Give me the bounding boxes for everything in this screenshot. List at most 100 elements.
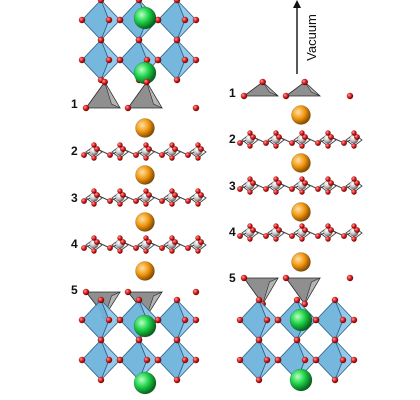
oxygen-atom: [158, 197, 165, 204]
left-top-octahedra-block: [78, 0, 200, 85]
oxygen-atom: [169, 201, 175, 207]
left-layer-label-1: 1: [71, 97, 78, 111]
oxygen-atom: [91, 248, 97, 254]
oxygen-atom: [315, 232, 322, 239]
oxygen-atom: [97, 296, 105, 304]
oxygen-atom: [236, 139, 243, 146]
left-sheet-3: [80, 188, 207, 207]
oxygen-atom: [273, 189, 279, 195]
oxygen-atom: [91, 235, 97, 241]
oxygen-atom: [351, 143, 357, 149]
oxygen-atom: [302, 179, 309, 186]
orange-interlayer-atom: [135, 165, 155, 185]
oxygen-atom: [341, 185, 348, 192]
oxygen-atom: [106, 151, 113, 158]
oxygen-atom: [117, 248, 123, 254]
oxygen-atom: [116, 356, 124, 364]
oxygen-atom: [184, 244, 191, 251]
oxygen-atom: [346, 274, 354, 282]
oxygen-atom: [195, 235, 201, 241]
right-sheet-3: [236, 176, 363, 195]
oxygen-atom: [169, 248, 175, 254]
orange-interlayer-atom: [291, 105, 311, 125]
oxygen-atom: [143, 235, 149, 241]
oxygen-atom: [124, 104, 132, 112]
oxygen-atom: [350, 316, 358, 324]
oxygen-atom: [312, 316, 320, 324]
oxygen-atom: [93, 145, 100, 152]
right-layer-label-2: 2: [229, 132, 236, 146]
oxygen-atom: [124, 288, 132, 296]
oxygen-atom: [293, 296, 301, 304]
oxygen-atom: [82, 288, 90, 296]
oxygen-atom: [154, 356, 162, 364]
oxygen-atom: [171, 191, 178, 198]
oxygen-atom: [328, 179, 335, 186]
oxygen-atom: [315, 185, 322, 192]
oxygen-atom: [299, 223, 305, 229]
tetrahedron-face: [262, 81, 279, 97]
right-sheet-4: [236, 223, 363, 242]
oxygen-atom: [195, 142, 201, 148]
oxygen-atom: [273, 223, 279, 229]
oxygen-atom: [91, 188, 97, 194]
oxygen-atom: [255, 376, 263, 384]
oxygen-atom: [78, 16, 86, 24]
oxygen-atom: [78, 356, 86, 364]
oxygen-atom: [236, 356, 244, 364]
oxygen-atom: [143, 201, 149, 207]
oxygen-atom: [351, 130, 357, 136]
oxygen-atom: [117, 235, 123, 241]
oxygen-atom: [169, 235, 175, 241]
oxygen-atom: [195, 188, 201, 194]
oxygen-atom: [78, 56, 86, 64]
oxygen-atom: [236, 185, 243, 192]
oxygen-atom: [145, 191, 152, 198]
oxygen-atom: [105, 16, 113, 24]
left-layer-label-2: 2: [71, 144, 78, 158]
oxygen-atom: [97, 336, 105, 344]
oxygen-atom: [91, 155, 97, 161]
oxygen-atom: [181, 56, 189, 64]
right-layer-label-4: 4: [229, 225, 236, 239]
orange-interlayer-atom: [291, 202, 311, 222]
green-cation-atom: [289, 308, 313, 332]
oxygen-atom: [197, 145, 204, 152]
oxygen-atom: [325, 223, 331, 229]
left-column-structure: [78, 0, 207, 395]
orange-interlayer-atom: [135, 261, 155, 281]
oxygen-atom: [341, 232, 348, 239]
oxygen-atom: [158, 244, 165, 251]
tetrahedron-face: [304, 81, 321, 97]
oxygen-atom: [299, 236, 305, 242]
left-bottom-octahedra-block: [78, 296, 200, 395]
oxygen-atom: [135, 336, 143, 344]
oxygen-atom: [97, 36, 105, 44]
oxygen-atom: [247, 189, 253, 195]
oxygen-atom: [192, 356, 200, 364]
left-sheet-4: [80, 235, 207, 254]
green-cation-atom: [133, 314, 157, 338]
oxygen-atom: [119, 238, 126, 245]
oxygen-atom: [293, 336, 301, 344]
oxygen-atom: [346, 92, 354, 100]
oxygen-atom: [315, 139, 322, 146]
right-layer-label-5: 5: [229, 271, 236, 285]
oxygen-atom: [105, 356, 113, 364]
oxygen-atom: [240, 92, 248, 100]
oxygen-atom: [143, 78, 150, 86]
oxygen-atom: [341, 139, 348, 146]
oxygen-atom: [82, 104, 90, 112]
oxygen-atom: [263, 232, 270, 239]
oxygen-atom: [184, 197, 191, 204]
oxygen-atom: [105, 56, 113, 64]
oxygen-atom: [145, 238, 152, 245]
orange-interlayer-atom: [291, 252, 311, 272]
oxygen-atom: [192, 316, 200, 324]
oxygen-atom: [289, 232, 296, 239]
oxygen-atom: [299, 189, 305, 195]
oxygen-atom: [240, 274, 248, 282]
oxygen-atom: [274, 316, 282, 324]
oxygen-atom: [325, 143, 331, 149]
